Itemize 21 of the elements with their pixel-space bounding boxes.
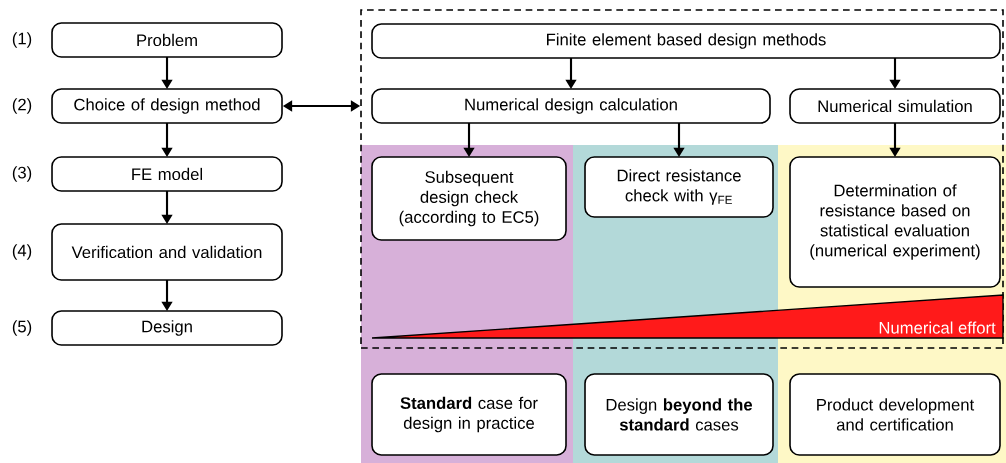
process-box: Direct resistance check with γ$_{FE}$ (584, 156, 774, 218)
process-box: Design (51, 310, 283, 346)
process-box: Verification and validation (51, 223, 283, 281)
process-box: Finite element based design methods (371, 23, 1001, 59)
process-box: Choice of design method (51, 88, 283, 124)
process-box: Subsequent design check (according to EC5) (371, 156, 567, 241)
process-box: Standard case for design in practice (371, 373, 567, 456)
step-number: (1) (12, 32, 32, 48)
process-box: FE model (51, 156, 283, 192)
dashed-frame (360, 9, 1004, 349)
process-box: Product development and certification (789, 373, 1001, 456)
process-box: Determination of resistance based on statistical evaluation (numerical experiment) (789, 156, 1001, 288)
process-box: Numerical simulation (789, 88, 1001, 124)
step-number: (5) (12, 320, 32, 336)
process-box: Problem (51, 22, 283, 58)
process-box: Numerical design calculation (371, 88, 771, 124)
step-number: (2) (12, 98, 32, 114)
step-number: (3) (12, 166, 32, 182)
effort-wedge: Numerical effort (371, 294, 1004, 339)
process-box: Design beyond the standard cases (584, 373, 774, 456)
step-number: (4) (12, 244, 32, 260)
